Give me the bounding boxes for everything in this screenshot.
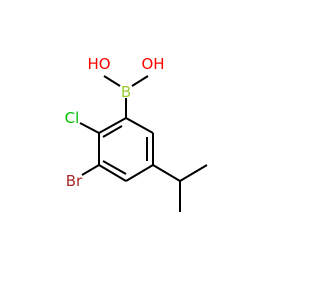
atom-label-hydroxyl-right: OH: [141, 55, 164, 73]
bond-c3-c4-inner: [102, 160, 127, 175]
atom-label-boron: B: [121, 83, 131, 101]
atom-label-hydroxyl-left: HO: [87, 55, 110, 73]
bonds: [79, 75, 208, 212]
bond-c3-br: [81, 164, 100, 176]
atom-label-chlorine: Cl: [65, 109, 80, 127]
bond-c1-c2-inner: [102, 125, 123, 138]
bond-b-o-right: [131, 75, 149, 87]
bond-c2-cl: [79, 122, 100, 134]
bond-c4-c5: [125, 164, 154, 182]
atom-label-bromine: Br: [66, 172, 83, 190]
bond-c5-ch: [152, 164, 181, 182]
bond-c3-c4: [98, 164, 127, 182]
bond-c1-c2: [98, 117, 127, 134]
bond-c6-c1: [125, 117, 154, 134]
bond-ch-me1: [179, 164, 208, 182]
bond-b-o-left: [103, 75, 121, 87]
molecule-diagram: B HO OH Cl Br: [65, 55, 208, 212]
atom-labels: B HO OH Cl Br: [65, 55, 165, 190]
structure-canvas: B HO OH Cl Br: [65, 55, 208, 212]
